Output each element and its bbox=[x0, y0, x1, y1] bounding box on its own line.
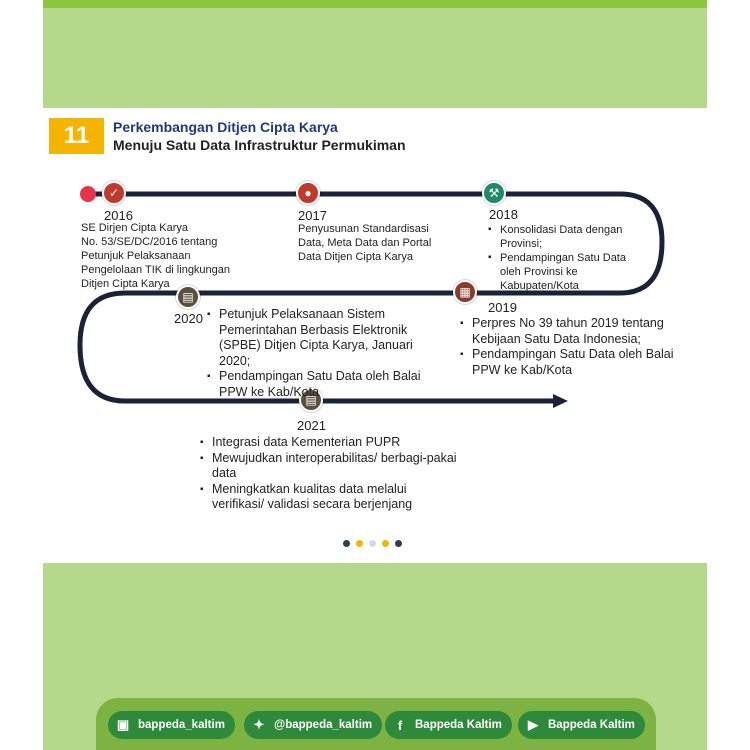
slide-number-badge: 11 bbox=[49, 118, 104, 154]
text-2016-line: Petunjuk Pelaksanaan bbox=[81, 250, 191, 262]
facebook-link[interactable]: f Bappeda Kaltim bbox=[385, 711, 512, 739]
text-2017-line: Data, Meta Data dan Portal bbox=[298, 237, 432, 249]
twitter-handle: @bappeda_kaltim bbox=[274, 719, 373, 731]
wrench-icon: ⚒ bbox=[482, 181, 506, 205]
list-item: Pendampingan Satu Data oleh Provinsi ke … bbox=[488, 251, 648, 293]
list-item: Petunjuk Pelaksanaan Sistem Pemerintahan… bbox=[207, 307, 427, 369]
twitter-icon: ✦ bbox=[253, 717, 265, 732]
text-2016-line: SE Dirjen Cipta Karya bbox=[81, 222, 188, 234]
team-icon: ● bbox=[296, 181, 320, 205]
facebook-handle: Bappeda Kaltim bbox=[415, 719, 502, 731]
carousel-dot[interactable] bbox=[395, 540, 402, 547]
top-border bbox=[0, 0, 750, 8]
year-2021: 2021 bbox=[297, 418, 326, 433]
carousel-dot[interactable] bbox=[382, 540, 389, 547]
instagram-handle: bappeda_kaltim bbox=[138, 719, 225, 731]
text-2017: Penyusunan Standardisasi Data, Meta Data… bbox=[298, 222, 431, 264]
twitter-link[interactable]: ✦ @bappeda_kaltim bbox=[244, 711, 383, 739]
youtube-handle: Bappeda Kaltim bbox=[548, 719, 635, 731]
text-2018: Konsolidasi Data dengan Provinsi; Pendam… bbox=[488, 223, 648, 293]
checklist-icon: ✓ bbox=[102, 181, 126, 205]
network-icon: ▦ bbox=[453, 280, 477, 304]
timeline-arrowhead bbox=[553, 394, 568, 408]
text-2020: Petunjuk Pelaksanaan Sistem Pemerintahan… bbox=[207, 307, 427, 400]
carousel-dots bbox=[343, 540, 402, 547]
instagram-icon: ▣ bbox=[116, 717, 130, 732]
slide-subtitle: Menuju Satu Data Infrastruktur Permukima… bbox=[113, 137, 406, 153]
text-2016-line: Ditjen Cipta Karya bbox=[81, 278, 170, 290]
list-item: Meningkatkan kualitas data melalui verif… bbox=[200, 482, 460, 513]
text-2016-line: Pengelolaan TIK di lingkungan bbox=[81, 264, 231, 276]
top-green-panel bbox=[43, 8, 707, 108]
carousel-dot[interactable] bbox=[356, 540, 363, 547]
slide-title: Perkembangan Ditjen Cipta Karya bbox=[113, 119, 338, 135]
list-item: Mewujudkan interoperabilitas/ berbagi-pa… bbox=[200, 451, 460, 482]
list-item: Integrasi data Kementerian PUPR bbox=[200, 435, 460, 451]
text-2016-line: No. 53/SE/DC/2016 tentang bbox=[81, 236, 218, 248]
document-icon: ▤ bbox=[176, 285, 200, 309]
text-2019: Perpres No 39 tahun 2019 tentang Kebijaa… bbox=[460, 316, 682, 378]
facebook-icon: f bbox=[397, 717, 403, 733]
left-border bbox=[0, 0, 43, 750]
youtube-icon: ▶ bbox=[528, 717, 538, 732]
list-item: Pendampingan Satu Data oleh Balai PPW ke… bbox=[460, 347, 682, 378]
year-2016: 2016 bbox=[104, 208, 133, 223]
timeline-start-dot bbox=[80, 186, 96, 202]
carousel-dot[interactable] bbox=[369, 540, 376, 547]
instagram-link[interactable]: ▣ bappeda_kaltim bbox=[108, 711, 235, 739]
list-item: Konsolidasi Data dengan Provinsi; bbox=[488, 223, 648, 251]
year-2019: 2019 bbox=[488, 300, 517, 315]
right-border bbox=[707, 0, 750, 750]
text-2017-line: Penyusunan Standardisasi bbox=[298, 223, 429, 235]
text-2016: SE Dirjen Cipta Karya No. 53/SE/DC/2016 … bbox=[81, 221, 230, 291]
text-2021: Integrasi data Kementerian PUPR Mewujudk… bbox=[200, 435, 460, 513]
year-2020: 2020 bbox=[174, 311, 203, 326]
year-2018: 2018 bbox=[489, 207, 518, 222]
carousel-dot[interactable] bbox=[343, 540, 350, 547]
text-2017-line: Data Ditjen Cipta Karya bbox=[298, 251, 413, 263]
list-item: Pendampingan Satu Data oleh Balai PPW ke… bbox=[207, 369, 427, 400]
youtube-link[interactable]: ▶ Bappeda Kaltim bbox=[518, 711, 645, 739]
list-item: Perpres No 39 tahun 2019 tentang Kebijaa… bbox=[460, 316, 682, 347]
year-2017: 2017 bbox=[298, 208, 327, 223]
